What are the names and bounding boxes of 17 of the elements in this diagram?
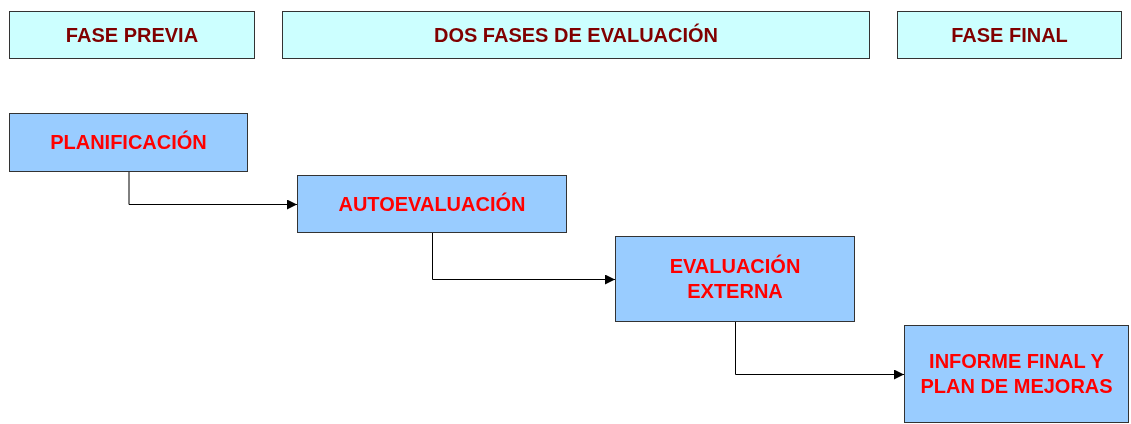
phase-header-box [897,11,1122,59]
box-label: AUTOEVALUACIÓN [338,191,526,217]
box-label: DOS FASES DE EVALUACIÓN [433,22,719,48]
connector-arrow [735,321,905,380]
phase-header-box [9,11,255,59]
box-label: FASE FINAL [951,22,1068,48]
process-box [904,325,1129,423]
box-label: FASE PREVIA [65,22,199,48]
connector-arrow [432,232,616,285]
box-label: PLANIFICACIÓN [50,130,207,155]
box-label: EVALUACIÓN EXTERNA [668,254,802,304]
process-box [297,175,567,233]
process-box [9,113,248,172]
phase-header-box [282,11,870,59]
process-box [615,236,855,322]
connector-arrow [128,171,298,210]
box-label: INFORME FINAL Y PLAN DE MEJORAS [919,349,1114,399]
